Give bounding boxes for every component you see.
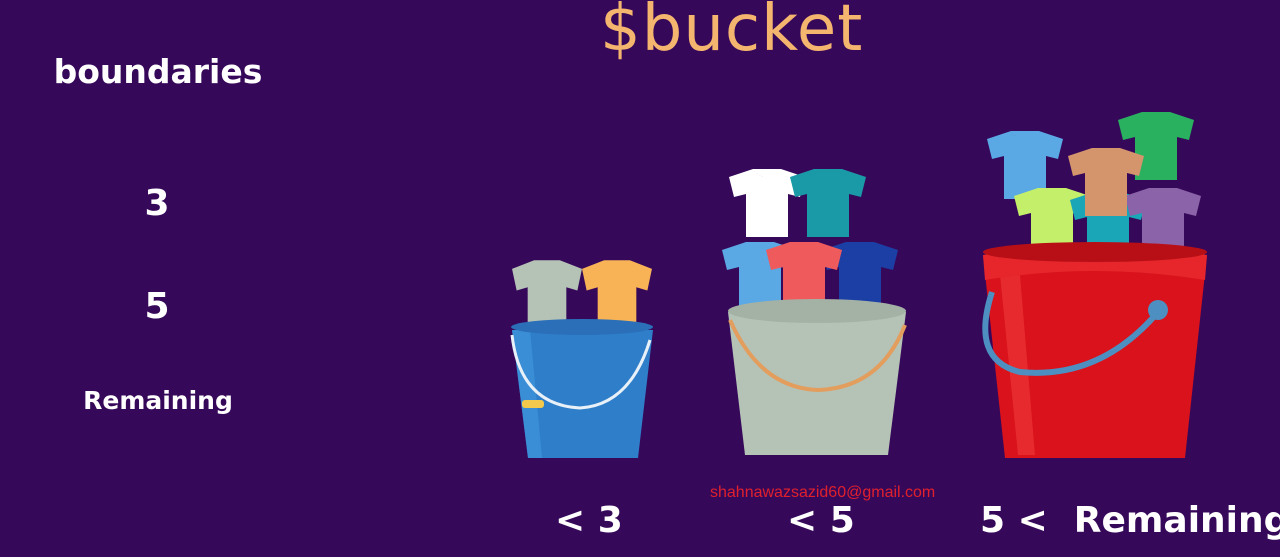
boundaries-heading: boundaries xyxy=(53,52,263,91)
boundary-value-5: 5 xyxy=(144,286,170,327)
bucket-label-lt5: < 5 xyxy=(787,500,855,541)
small-bucket xyxy=(510,260,653,458)
watermark-email: shahnawazsazid60@gmail.com xyxy=(710,484,936,501)
bucket-label-remaining: 5 < Remaining xyxy=(980,500,1280,541)
bucket-label-gt5: 5 < xyxy=(980,500,1048,541)
shirt-icon xyxy=(790,169,866,237)
large-bucket xyxy=(982,112,1207,458)
bucket-handle xyxy=(510,334,652,410)
bucket-label-lt3: < 3 xyxy=(555,500,623,541)
medium-bucket xyxy=(722,169,907,455)
bucket-body-blue xyxy=(512,330,653,458)
boundary-value-3: 3 xyxy=(144,183,170,224)
bucket-handle xyxy=(982,291,1161,376)
bucket-handle xyxy=(728,319,907,393)
page-title: $bucket xyxy=(600,0,864,66)
boundary-value-remaining: Remaining xyxy=(83,386,233,415)
bucket-body-grey xyxy=(728,312,906,455)
bucket-label-remaining-text: Remaining xyxy=(1073,500,1280,541)
